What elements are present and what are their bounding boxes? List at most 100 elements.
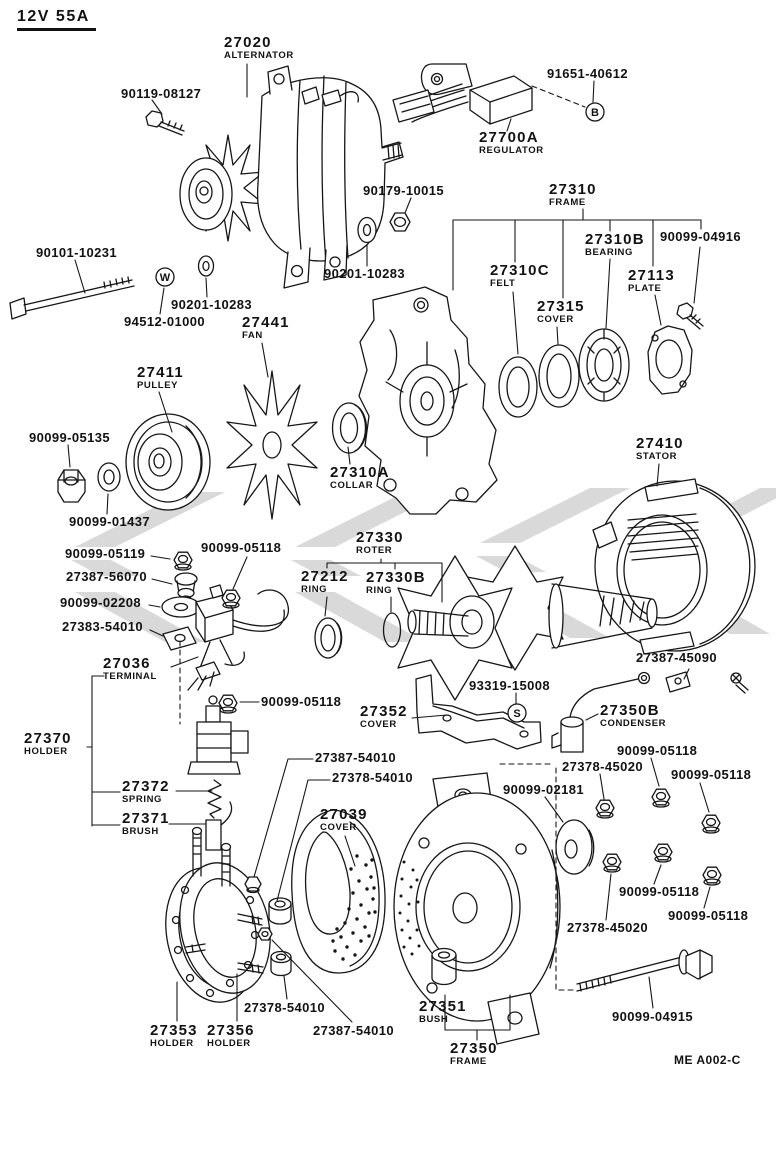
- collar-drawing: [331, 402, 368, 454]
- label-90201-10283-a: 90201-10283: [171, 297, 253, 312]
- pulley-nut-drawing: [57, 469, 86, 503]
- fan-drawing: [226, 370, 318, 520]
- frame-washer-drawing: [555, 819, 595, 875]
- alternator-assembly-drawing: [179, 65, 404, 289]
- plate-bolt-drawing: [676, 302, 704, 330]
- condenser-lead-wire-drawing: [637, 671, 749, 694]
- flat-washer-drawing: [161, 596, 201, 618]
- bush-drawing: [431, 947, 457, 986]
- label-90099-05118-c: 90099-05118: [617, 743, 698, 758]
- plate-washer-drawing: [197, 255, 215, 277]
- holder-small-nut-drawing: [257, 927, 273, 941]
- label-90201-10283-b: 90201-10283: [324, 266, 406, 281]
- label-90099-02181: 90099-02181: [503, 782, 585, 797]
- label-27383-54010: 27383-54010: [62, 619, 144, 634]
- insulator-bush-nuts-drawing: [595, 788, 722, 886]
- label-90099-04916: 90099-04916: [660, 229, 742, 244]
- label-90179-10015: 90179-10015: [363, 183, 445, 198]
- bearing-cover-drawing: [538, 344, 580, 408]
- rotor-drawing: [397, 545, 658, 701]
- holder-nut-drawing: [244, 876, 262, 894]
- label-27387-54010-b: 27387-54010: [313, 1023, 395, 1038]
- label-90099-05118-d: 90099-05118: [671, 767, 752, 782]
- through-bolt-drawing: [9, 276, 135, 320]
- leader-lines: [67, 63, 711, 1041]
- label-91651-40612: 91651-40612: [547, 66, 629, 81]
- screw-s-icon: S: [513, 708, 520, 720]
- rear-frame-drawing: [393, 772, 561, 1045]
- label-94512-01000: 94512-01000: [124, 314, 206, 329]
- label-93319-15008: 93319-15008: [469, 678, 551, 693]
- washer-w-icon: W: [160, 272, 171, 284]
- label-90099-05119: 90099-05119: [65, 546, 146, 561]
- label-90099-05135: 90099-05135: [29, 430, 111, 445]
- label-27378-45020-b: 27378-45020: [567, 920, 649, 935]
- end-cover-drawing: [291, 809, 386, 974]
- slip-ring-drawing: [314, 617, 343, 659]
- nut-05118-upper-drawing: [221, 589, 241, 609]
- regulator-drawing: [392, 63, 533, 125]
- label-90119-08127: 90119-08127: [121, 86, 202, 101]
- lock-nut-drawing: [389, 212, 411, 232]
- label-90099-05118-e: 90099-05118: [619, 884, 700, 899]
- label-27378-45020-a: 27378-45020: [562, 759, 644, 774]
- label-90099-01437: 90099-01437: [69, 514, 151, 529]
- spring-washer-drawing: [97, 462, 121, 492]
- rectifier-holder-drawing: [165, 826, 271, 1003]
- dashed-lines: [179, 85, 586, 991]
- holder-bush-upper-drawing: [268, 897, 292, 925]
- o-ring-drawing: [382, 612, 402, 648]
- label-90099-05118-f: 90099-05118: [668, 908, 749, 923]
- label-90099-02208: 90099-02208: [60, 595, 142, 610]
- label-90101-10231: 90101-10231: [36, 245, 118, 260]
- terminal-nut-drawing: [173, 551, 193, 571]
- holder-bush-lower-drawing: [270, 950, 292, 977]
- circled-letter-markers: [155, 102, 605, 723]
- label-90099-05118-b: 90099-05118: [261, 694, 342, 709]
- label-27387-56070: 27387-56070: [66, 569, 148, 584]
- felt-ring-drawing: [498, 356, 538, 418]
- pulley-drawing: [125, 413, 211, 511]
- bolt-b-icon: B: [591, 107, 599, 119]
- condenser-drawing: [551, 678, 639, 753]
- adjust-bolt-drawing: [145, 110, 185, 136]
- label-90099-04915: 90099-04915: [612, 1009, 694, 1024]
- label-27387-54010-a: 27387-54010: [315, 750, 397, 765]
- brush-holder-assembly-drawing: [187, 695, 249, 851]
- bearing-plate-drawing: [647, 325, 693, 395]
- catalog-code: ME A002-C: [674, 1053, 741, 1067]
- condenser-cover-drawing: [415, 674, 542, 750]
- washer-drawing: [357, 216, 377, 244]
- drive-end-frame-drawing: [358, 286, 498, 515]
- label-90099-05118-a: 90099-05118: [201, 540, 282, 555]
- label-27378-54010-a: 27378-54010: [332, 770, 414, 785]
- bearing-drawing: [578, 328, 630, 402]
- stator-drawing: [592, 478, 756, 655]
- insulator-drawing: [174, 572, 198, 603]
- insulator-plate-drawing: [162, 626, 197, 651]
